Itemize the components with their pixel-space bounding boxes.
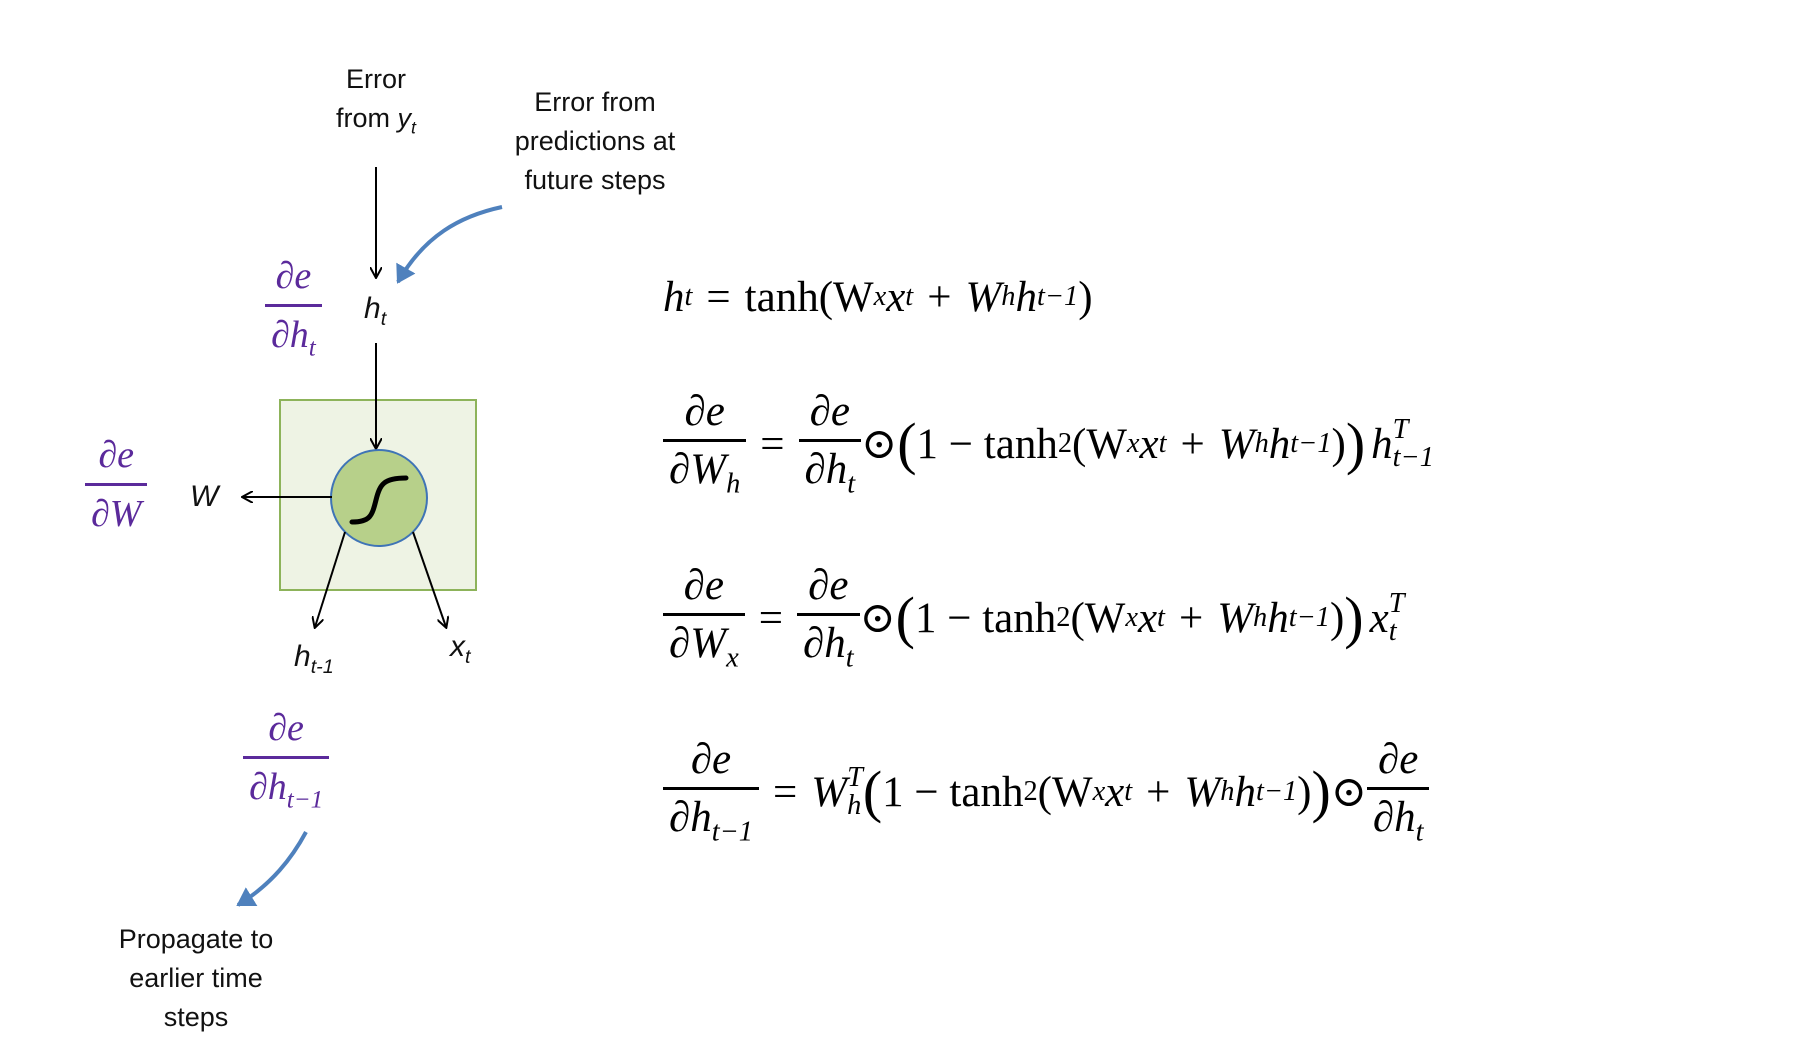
sigmoid-curve-icon (349, 475, 409, 525)
future-error-arrow (396, 205, 503, 284)
grad-de-dht: ∂e ∂ht (265, 254, 322, 363)
grad-de-dw: ∂e ∂W (85, 433, 148, 536)
grad-de-dhprev: ∂e ∂ht−1 (243, 706, 330, 815)
future-error-label: Error from predictions at future steps (514, 87, 676, 195)
w-label: W (190, 480, 219, 513)
hprev-arrow (315, 531, 346, 627)
xt-arrow (412, 531, 446, 627)
xt-label: xt (450, 630, 471, 668)
propagate-label: Propagate to earlier time steps (118, 924, 274, 1032)
ht-label: ht (364, 292, 387, 330)
error-from-yt-label: Error from yt (336, 64, 416, 138)
hprev-label: ht-1 (294, 640, 334, 678)
propagate-arrow (236, 831, 308, 907)
